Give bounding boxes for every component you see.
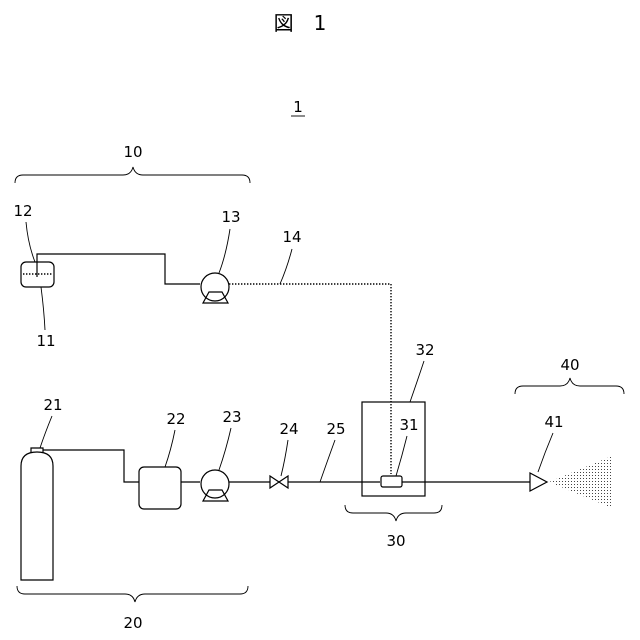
element-31 — [381, 476, 402, 487]
label-24: 24 — [279, 420, 298, 438]
pump-23-icon — [201, 470, 229, 501]
label-32: 32 — [415, 341, 434, 359]
component-22 — [139, 467, 181, 509]
label-12: 12 — [13, 202, 32, 220]
spray-cone — [549, 456, 612, 508]
label-14: 14 — [282, 228, 301, 246]
brace-30 — [345, 505, 442, 521]
label-41: 41 — [544, 413, 563, 431]
leader-25 — [320, 440, 335, 482]
leader-22 — [165, 430, 175, 467]
label-31: 31 — [399, 416, 418, 434]
label-40: 40 — [560, 356, 579, 374]
label-22: 22 — [166, 410, 185, 428]
label-21: 21 — [43, 396, 62, 414]
leader-11 — [41, 287, 45, 330]
label-23: 23 — [222, 408, 241, 426]
figure-title: 図 1 — [274, 11, 327, 35]
label-25: 25 — [326, 420, 345, 438]
line-cylinder-to-22 — [43, 450, 139, 482]
leader-21 — [40, 416, 52, 448]
gas-cylinder-21-icon — [21, 448, 53, 580]
leader-31 — [396, 436, 407, 476]
label-system: 1 — [293, 98, 303, 116]
spray-nozzle-41-icon — [530, 473, 547, 491]
leader-41 — [538, 433, 553, 472]
leader-13 — [219, 229, 230, 273]
leader-24 — [281, 440, 288, 476]
leader-12 — [26, 222, 35, 262]
label-13: 13 — [221, 208, 240, 226]
label-30: 30 — [386, 532, 405, 550]
brace-10 — [15, 167, 250, 183]
brace-40 — [515, 378, 624, 394]
leader-32 — [410, 361, 424, 402]
brace-20 — [17, 586, 248, 602]
label-11: 11 — [36, 332, 55, 350]
leader-14 — [280, 249, 292, 284]
label-20: 20 — [123, 614, 142, 632]
leader-23 — [219, 428, 231, 470]
label-10: 10 — [123, 143, 142, 161]
valve-24-icon — [270, 476, 288, 488]
pump-13-icon — [201, 273, 229, 303]
line-vessel-to-pump-13 — [37, 254, 200, 284]
line-14 — [229, 284, 391, 474]
